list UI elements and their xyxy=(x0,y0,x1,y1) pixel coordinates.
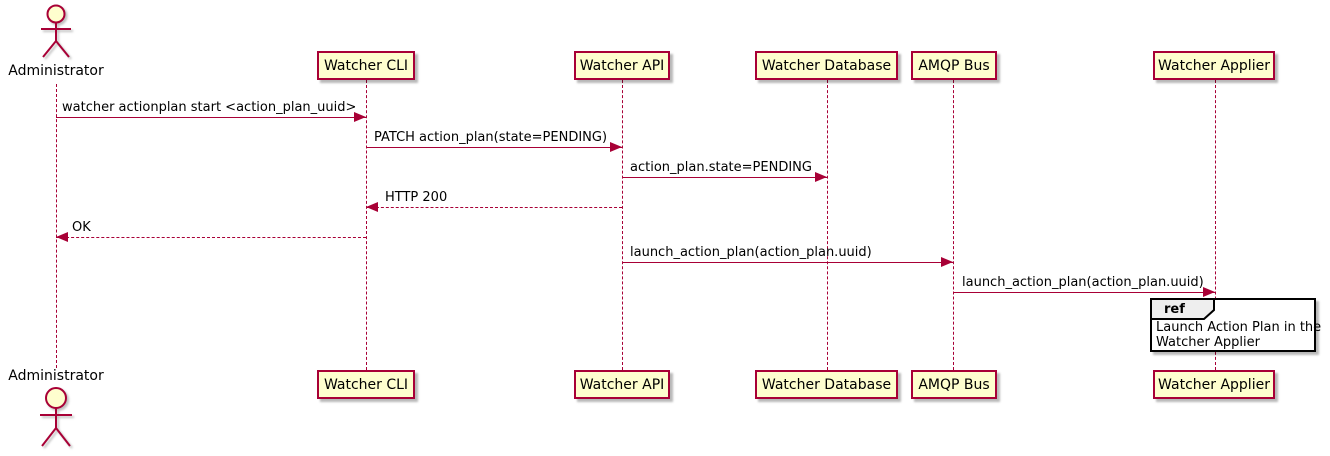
lifeline-administrator xyxy=(56,84,57,368)
participant-amqp-bus-top: AMQP Bus xyxy=(911,51,997,80)
lifeline-watcher-cli xyxy=(366,80,367,370)
arrowhead-icon xyxy=(1203,287,1215,297)
message-label: HTTP 200 xyxy=(385,190,448,205)
lifeline-watcher-database xyxy=(827,80,828,370)
arrowhead-icon xyxy=(610,142,622,152)
arrowhead-icon xyxy=(366,202,378,212)
message-line xyxy=(56,117,366,118)
arrowhead-icon xyxy=(354,112,366,122)
actor-label-top: Administrator xyxy=(8,63,104,79)
actor-icon xyxy=(41,4,71,58)
arrowhead-icon xyxy=(941,257,953,267)
actor-icon-bottom xyxy=(40,387,72,447)
participant-watcher-cli-bottom: Watcher CLI xyxy=(317,370,415,399)
message-line xyxy=(56,237,366,238)
message-label: launch_action_plan(action_plan.uuid) xyxy=(962,275,1204,290)
message-label: launch_action_plan(action_plan.uuid) xyxy=(630,245,872,260)
message-line xyxy=(366,207,622,208)
lifeline-amqp-bus xyxy=(953,80,954,370)
participant-watcher-api-top: Watcher API xyxy=(574,51,670,80)
participant-watcher-applier-bottom: Watcher Applier xyxy=(1153,370,1275,399)
message-label: PATCH action_plan(state=PENDING) xyxy=(374,130,608,145)
message-label: OK xyxy=(72,220,91,235)
message-line xyxy=(622,262,953,263)
participant-amqp-bus-bottom: AMQP Bus xyxy=(911,370,997,399)
message-label: action_plan.state=PENDING xyxy=(630,160,812,175)
participant-watcher-cli-top: Watcher CLI xyxy=(317,51,415,80)
lifeline-watcher-api xyxy=(622,80,623,370)
ref-text-line2: Watcher Applier xyxy=(1156,335,1260,350)
arrowhead-icon xyxy=(56,232,68,242)
ref-tag-label: ref xyxy=(1164,302,1185,317)
message-line xyxy=(953,292,1215,293)
message-line xyxy=(366,147,622,148)
message-line xyxy=(622,177,827,178)
arrowhead-icon xyxy=(815,172,827,182)
actor-label-bottom: Administrator xyxy=(8,368,104,384)
participant-watcher-database-bottom: Watcher Database xyxy=(755,370,898,399)
ref-text-line1: Launch Action Plan in the xyxy=(1156,320,1322,335)
participant-watcher-database-top: Watcher Database xyxy=(755,51,898,80)
lifeline-watcher-applier xyxy=(1215,80,1216,370)
participant-watcher-api-bottom: Watcher API xyxy=(574,370,670,399)
ref-tab-shape xyxy=(1150,298,1215,320)
participant-watcher-applier-top: Watcher Applier xyxy=(1153,51,1275,80)
ref-fragment: ref Launch Action Plan in the Watcher Ap… xyxy=(1150,298,1321,352)
message-label: watcher actionplan start <action_plan_uu… xyxy=(62,100,357,115)
